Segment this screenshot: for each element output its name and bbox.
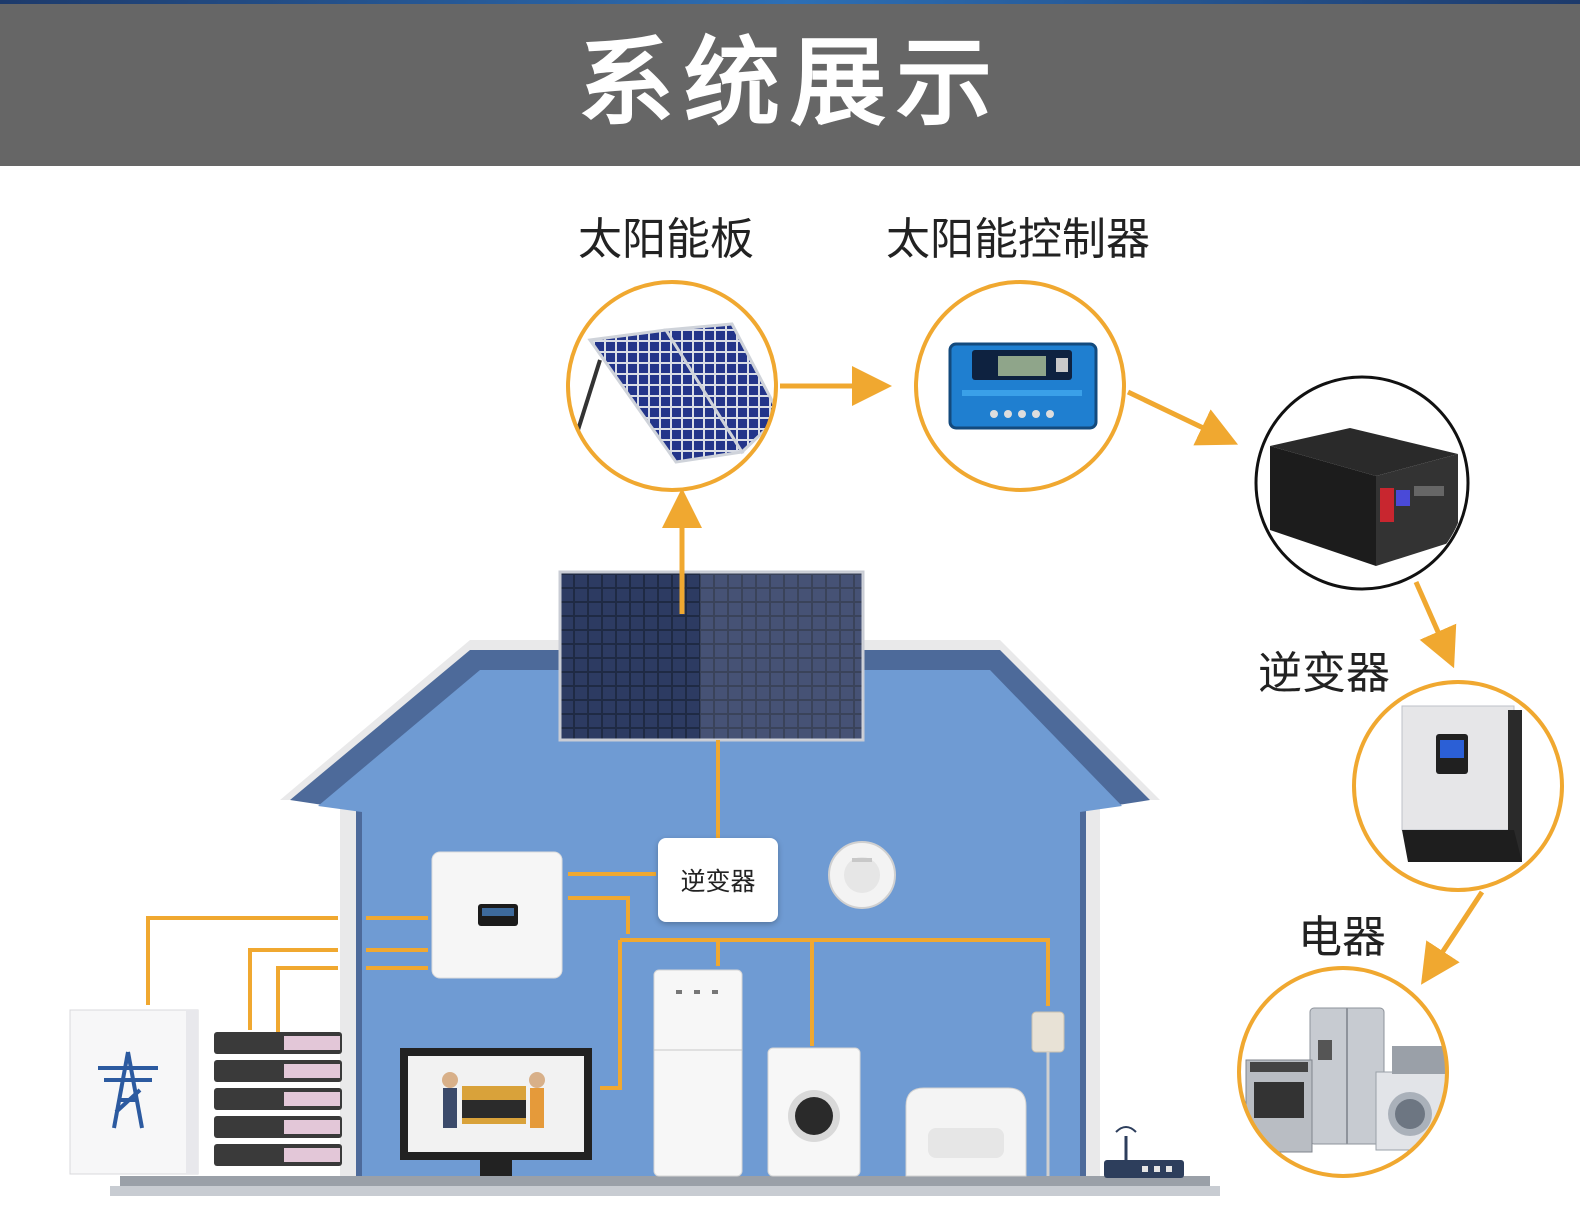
inverter-label: 逆变器 (1258, 648, 1390, 699)
wifi-router (1104, 1126, 1184, 1178)
charge-controller-icon (914, 280, 1126, 492)
armchair (905, 1087, 1027, 1177)
home-appliances-icon (1237, 966, 1449, 1178)
house-inverter-label: 逆变器 (680, 867, 756, 896)
wiring (146, 872, 1050, 1090)
solar-panel-label: 太阳能板 (578, 214, 754, 265)
electric-meter (1031, 1011, 1065, 1176)
wall-inverter-unit (431, 851, 563, 979)
solar-panel-icon (566, 280, 778, 492)
smoke-detector (828, 841, 896, 909)
inverter-icon (1352, 680, 1564, 892)
roof-solar-panel (558, 570, 865, 742)
rack-battery-icon (1254, 375, 1470, 591)
solar-controller-label: 太阳能控制器 (886, 214, 1150, 265)
television (400, 1048, 592, 1176)
flow-arrows (662, 366, 1485, 985)
appliances-label: 电器 (1298, 912, 1386, 963)
grid-connection-cabinet (69, 1009, 199, 1175)
battery-stack (214, 1032, 342, 1166)
house-inverter-box: 逆变器 (658, 838, 778, 922)
page-title: 系统展示 (578, 27, 1002, 139)
refrigerator (653, 969, 743, 1177)
washing-machine (767, 1047, 861, 1177)
top-accent-line (0, 0, 1580, 4)
power-tower-icon (98, 1051, 158, 1129)
header-banner: 系统展示 (0, 4, 1580, 166)
